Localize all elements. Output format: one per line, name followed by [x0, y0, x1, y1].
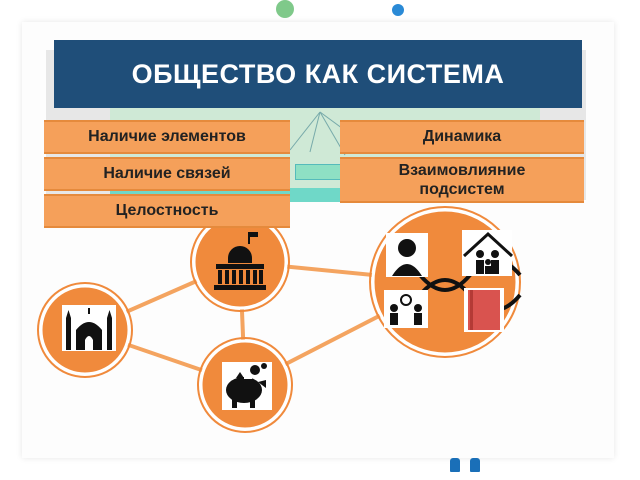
piggy-bank-icon	[222, 362, 272, 410]
government-building-icon	[214, 232, 266, 290]
node-economy	[197, 337, 293, 433]
blue-dot-icon	[392, 4, 404, 16]
mosque-icon	[62, 305, 116, 351]
label-interplay-line1: Взаимовлияние	[398, 162, 526, 179]
label-integrity: Целостность	[44, 194, 290, 228]
page-title: ОБЩЕСТВО КАК СИСТЕМА	[54, 40, 582, 108]
blue-quote-mark-icon-2	[470, 458, 480, 472]
label-links: Наличие связей	[44, 157, 290, 191]
label-dynamics: Динамика	[340, 120, 584, 154]
node-social	[369, 206, 522, 358]
label-interplay: Взаимовлияние подсистем	[340, 157, 584, 203]
node-religion	[37, 282, 133, 378]
label-elements: Наличие элементов	[44, 120, 290, 154]
label-interplay-line2: подсистем	[419, 181, 505, 198]
teamwork-icon	[384, 290, 428, 328]
blue-quote-mark-icon	[450, 458, 460, 472]
green-dot-icon	[276, 0, 294, 18]
book-icon	[464, 288, 504, 332]
node-government	[190, 212, 290, 312]
person-icon	[386, 233, 428, 277]
family-house-icon	[462, 230, 514, 276]
